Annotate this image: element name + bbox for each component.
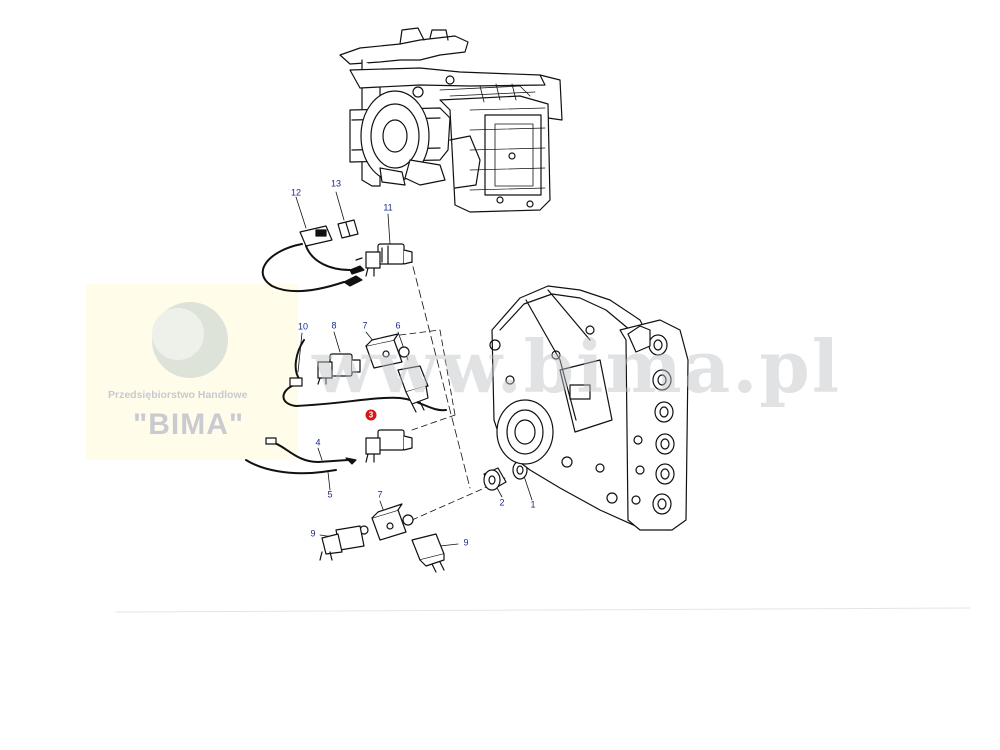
watermark-company: Przedsiębiorstwo Handlowe — [108, 389, 248, 401]
callout-12: 12 — [290, 187, 302, 198]
callout-4: 4 — [315, 437, 321, 448]
junction-block-7-bottom — [359, 503, 414, 541]
connector-13 — [337, 219, 359, 239]
valve-housing — [489, 285, 689, 531]
callout-6: 6 — [395, 320, 401, 331]
callout-9-left: 9 — [310, 528, 316, 539]
callout-5: 5 — [327, 489, 333, 500]
watermark-name: "BIMA" — [133, 408, 245, 441]
callout-7-top: 7 — [362, 320, 368, 331]
bottom-separator — [115, 607, 971, 613]
switch-3 — [365, 429, 413, 463]
wire-5 — [245, 459, 337, 475]
callout-1: 1 — [530, 499, 536, 510]
callout-11: 11 — [383, 202, 393, 213]
callout-9-right: 9 — [463, 537, 469, 548]
connector-12 — [299, 225, 333, 247]
switch-6 — [397, 365, 429, 413]
callout-13: 13 — [330, 178, 342, 189]
callout-10: 10 — [297, 321, 309, 332]
callout-3: 3 — [365, 409, 377, 421]
switch-9-left — [319, 525, 365, 561]
switch-11 — [355, 243, 413, 277]
watermark-url: www.bima.pl — [312, 324, 842, 409]
wire-harness-12 — [261, 243, 345, 293]
callout-2: 2 — [499, 497, 505, 508]
fitting-2 — [483, 467, 507, 491]
callout-8: 8 — [331, 320, 337, 331]
switch-8 — [317, 353, 361, 385]
wire-4 — [271, 441, 349, 463]
switch-9-right — [411, 533, 445, 573]
rear-axle-assembly — [339, 27, 563, 213]
junction-block-7-top — [365, 333, 410, 369]
callout-7-bottom: 7 — [377, 489, 383, 500]
